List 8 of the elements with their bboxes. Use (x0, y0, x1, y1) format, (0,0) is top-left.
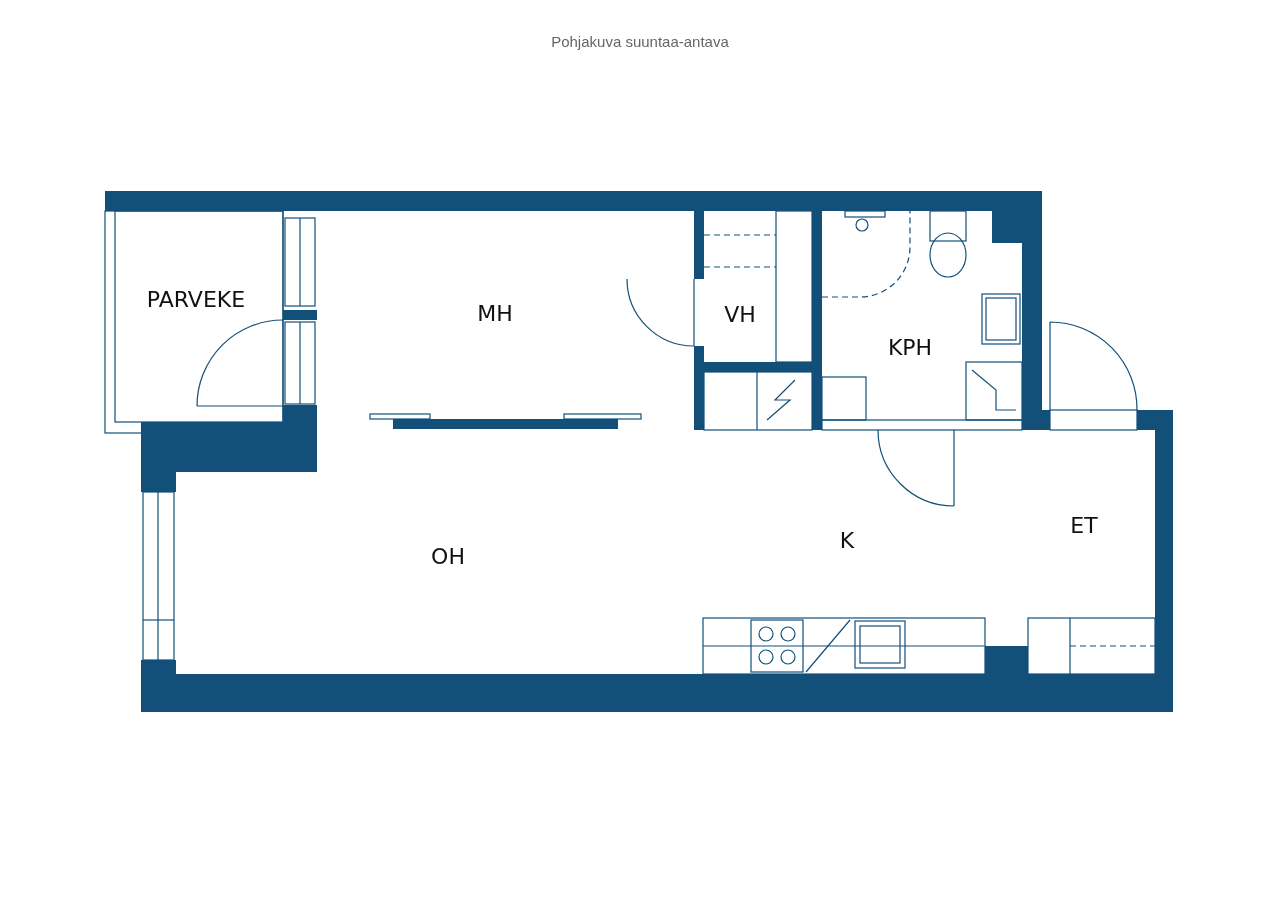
room-label: ET (1070, 512, 1098, 538)
room-label: K (839, 527, 855, 553)
plan-title: Pohjakuva suuntaa-antava (550, 33, 730, 50)
room-label: KPH (887, 334, 933, 360)
room-label: VH (724, 301, 756, 327)
room-label: PARVEKE (146, 286, 246, 312)
room-label: MH (477, 300, 513, 326)
room-label: OH (431, 543, 465, 569)
